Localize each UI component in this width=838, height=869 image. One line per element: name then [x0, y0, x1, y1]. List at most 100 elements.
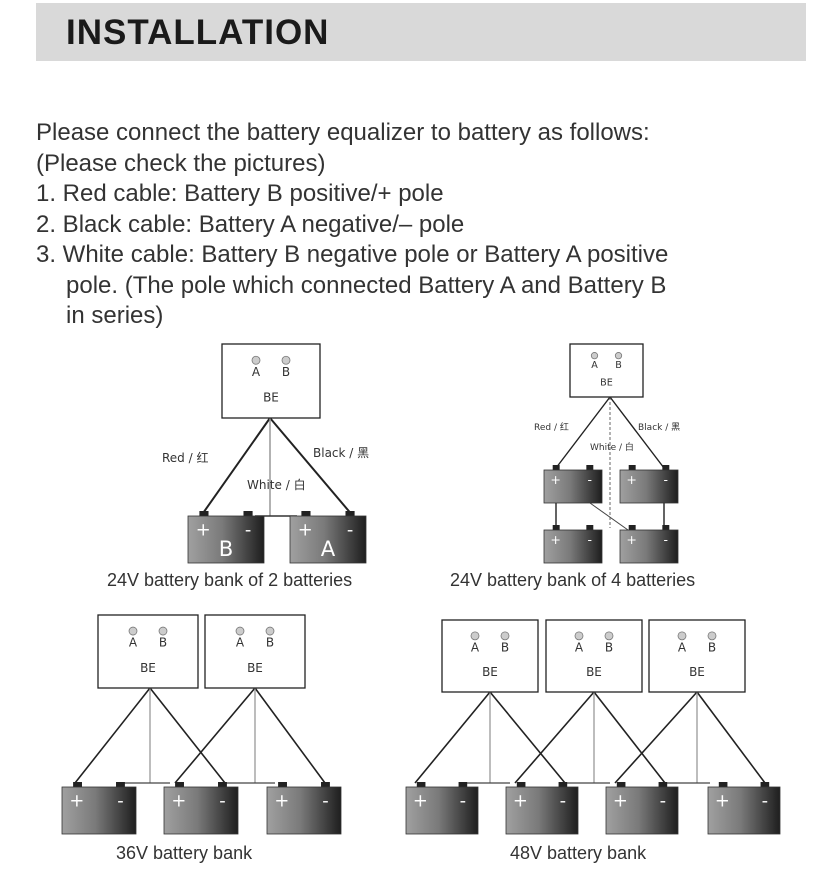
battery-minus-sign: -: [560, 791, 566, 812]
led-b-icon: [281, 355, 291, 365]
device-name: BE: [247, 661, 263, 675]
device-name: BE: [263, 391, 279, 405]
battery-plus-sign: +: [626, 472, 637, 487]
battery-body: [543, 529, 603, 564]
battery-body: [543, 469, 603, 504]
white-cable-label: White / 白: [247, 477, 306, 492]
instructions: Please connect the battery equalizer to …: [36, 118, 836, 332]
instructions-intro: Please connect the battery equalizer to …: [36, 119, 650, 146]
battery-negative-terminal: [586, 525, 594, 530]
battery-positive-terminal: [73, 782, 82, 787]
battery-minus-sign: -: [588, 532, 593, 547]
device-name: BE: [482, 665, 498, 679]
battery-plus-sign: +: [513, 791, 528, 812]
battery-plus-sign: +: [196, 520, 211, 541]
page-title: INSTALLATION: [66, 13, 330, 52]
led-b-icon: [604, 631, 614, 641]
device-box: [221, 343, 321, 419]
led-b-icon: [158, 626, 168, 636]
battery-minus-sign: -: [322, 791, 328, 812]
battery-body: [405, 786, 479, 835]
device-box: [569, 343, 644, 398]
device-label-b: B: [159, 636, 167, 650]
battery-plus-sign: +: [69, 791, 84, 812]
battery-negative-terminal: [760, 782, 770, 787]
battery: +-: [543, 525, 603, 564]
device-label-b: B: [605, 640, 613, 654]
header-bar: INSTALLATION: [36, 3, 806, 61]
battery-plus-sign: +: [626, 532, 637, 547]
battery: +-: [505, 782, 579, 835]
device-label-b: B: [501, 640, 509, 654]
led-a-icon: [590, 352, 599, 360]
led-a-icon: [574, 631, 584, 641]
battery-positive-terminal: [175, 782, 184, 787]
battery: +-: [605, 782, 679, 835]
battery-plus-sign: +: [413, 791, 428, 812]
instructions-note: (Please check the pictures): [36, 149, 326, 177]
battery-minus-sign: -: [588, 472, 593, 487]
battery-plus-sign: +: [550, 532, 561, 547]
battery-plus-sign: +: [274, 791, 289, 812]
battery-negative-terminal: [458, 782, 468, 787]
device-label-b: B: [615, 360, 622, 371]
white-cable-label: White / 白: [590, 441, 634, 453]
battery-plus-sign: +: [715, 791, 730, 812]
device-box: [441, 619, 539, 693]
led-a-icon: [251, 355, 261, 365]
battery-negative-terminal: [218, 782, 227, 787]
device-label-b: B: [266, 636, 274, 650]
battery-positive-terminal: [199, 511, 209, 516]
led-a-icon: [677, 631, 687, 641]
equalizer-device: A BBE: [97, 614, 199, 689]
cable-wire: [174, 687, 256, 784]
device-box: [545, 619, 643, 693]
battery: +-: [619, 525, 679, 564]
diagram-caption: 36V battery bank: [116, 843, 253, 863]
battery-negative-terminal: [586, 465, 594, 470]
battery-body: [266, 786, 342, 835]
device-label-a: A: [591, 360, 598, 371]
diagram-caption: 24V battery bank of 4 batteries: [450, 570, 696, 590]
device-label-a: A: [678, 640, 687, 654]
battery-negative-terminal: [321, 782, 330, 787]
battery-positive-terminal: [628, 525, 636, 530]
device-label-a: A: [129, 636, 138, 650]
device-label-b: B: [708, 640, 716, 654]
device-label-a: A: [471, 640, 480, 654]
led-b-icon: [707, 631, 717, 641]
cable-wire: [149, 687, 226, 784]
device-box: [97, 614, 199, 689]
device-box: [204, 614, 306, 689]
wires-layer: [74, 396, 766, 784]
instruction-step-1: 1. Red cable: Battery B positive/+ pole: [36, 180, 444, 207]
cable-wire: [609, 396, 665, 469]
battery-body: [619, 529, 679, 564]
cable-wire: [489, 691, 566, 784]
device-name: BE: [600, 377, 613, 388]
device-name: BE: [140, 661, 156, 675]
battery-body: [605, 786, 679, 835]
battery-positive-terminal: [616, 782, 626, 787]
battery-body: [163, 786, 239, 835]
cable-labels-layer: Red / 红 Black / 黑 White / 白 Red / 红 Blac…: [162, 421, 680, 492]
black-cable-label: Black / 黑: [313, 446, 369, 460]
battery-plus-sign: +: [298, 520, 313, 541]
battery-positive-terminal: [278, 782, 287, 787]
battery-body: [619, 469, 679, 504]
diagram-caption: 24V battery bank of 2 batteries: [107, 570, 353, 590]
instruction-step-3-cont: pole. (The pole which connected Battery …: [66, 271, 667, 299]
battery-negative-terminal: [116, 782, 125, 787]
led-b-icon: [500, 631, 510, 641]
cable-wire: [696, 691, 766, 784]
cable-wire: [555, 396, 611, 469]
battery-positive-terminal: [301, 511, 311, 516]
battery-minus-sign: -: [664, 532, 669, 547]
battery-positive-terminal: [552, 525, 560, 530]
battery: +-: [163, 782, 239, 835]
battery-minus-sign: -: [219, 791, 225, 812]
instruction-step-3-cont: in series): [66, 302, 164, 329]
